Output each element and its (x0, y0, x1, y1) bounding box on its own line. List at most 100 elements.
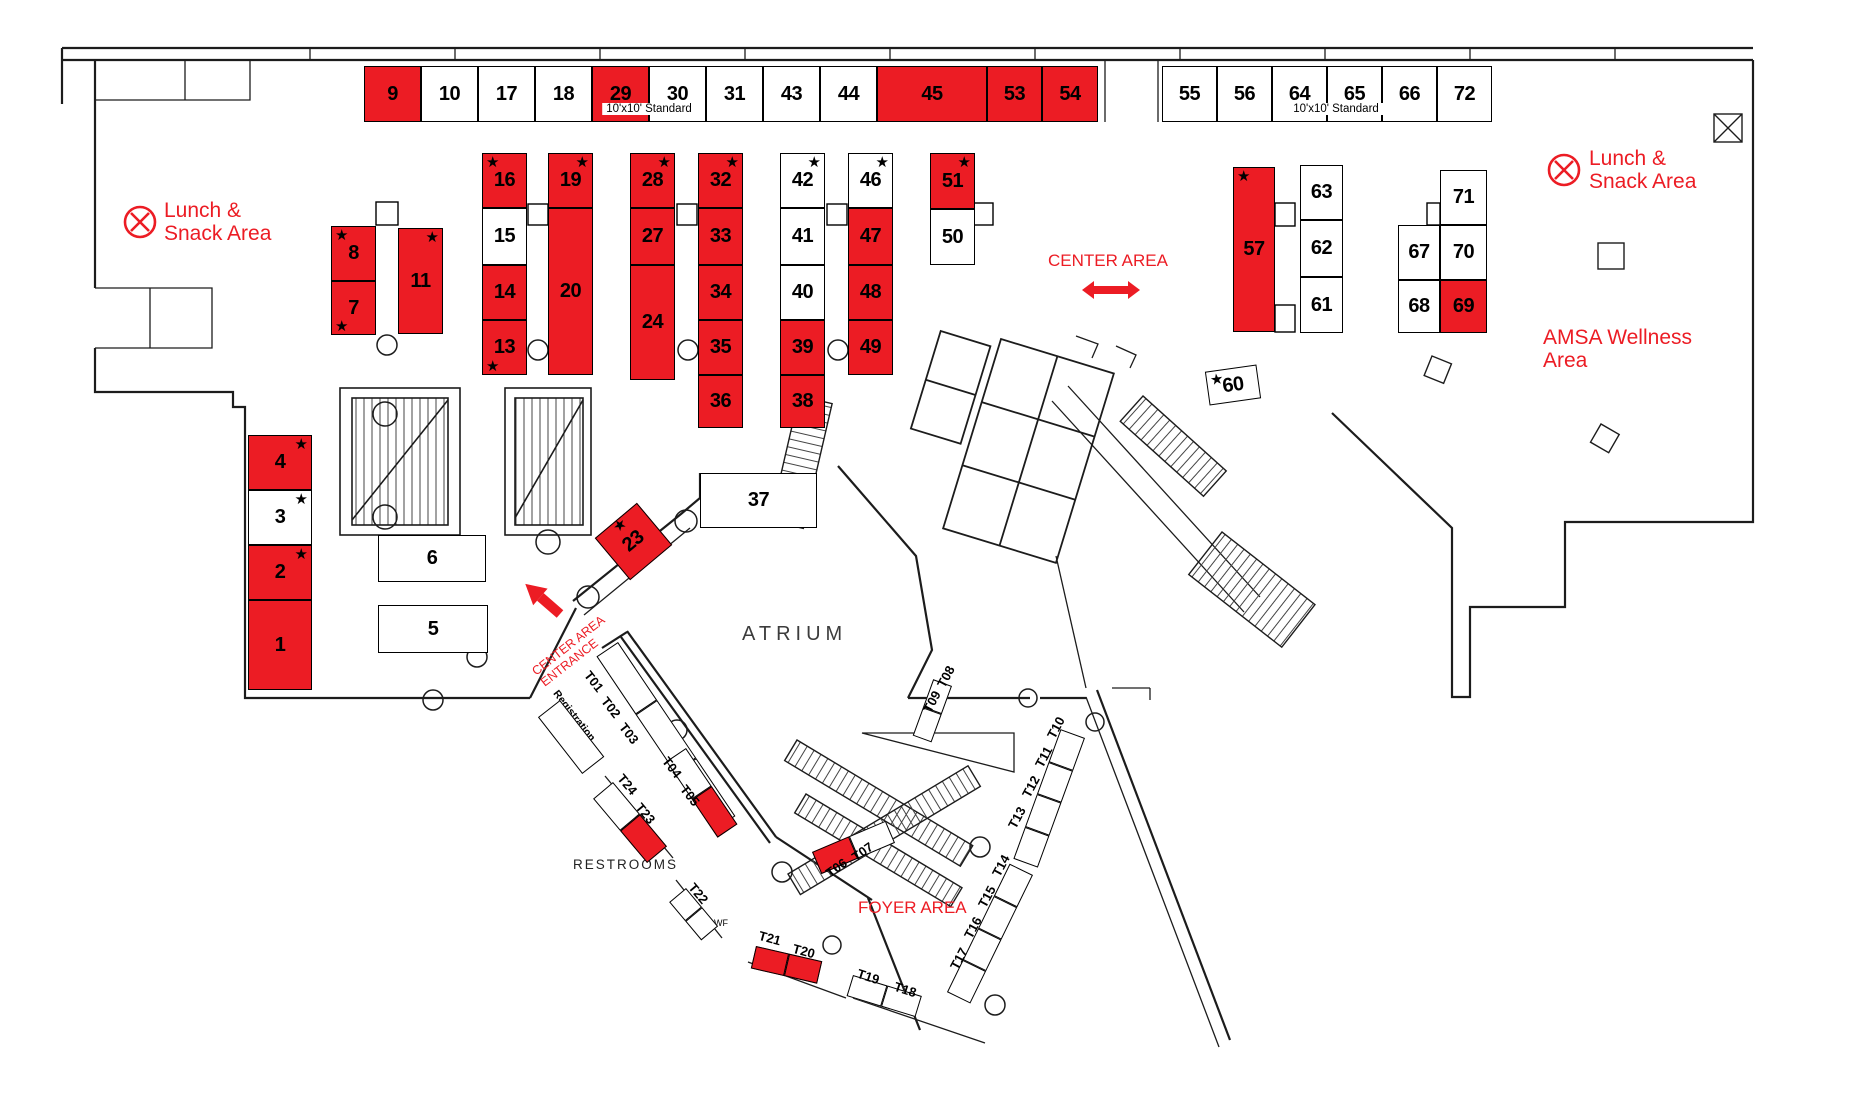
booth-1[interactable]: 1 (248, 600, 312, 690)
booth-20[interactable]: 20 (548, 208, 593, 375)
booth-number: 50 (941, 225, 964, 248)
booth-39[interactable]: 39 (780, 320, 825, 375)
booth-70[interactable]: 70 (1440, 225, 1487, 280)
priority-star-icon: ★ (425, 229, 439, 246)
booth-number: 48 (859, 281, 882, 303)
booth-number: 55 (1178, 82, 1201, 105)
booth-47[interactable]: 47 (848, 208, 893, 265)
booth-69[interactable]: 69 (1440, 280, 1487, 333)
booth-number: 7 (348, 296, 359, 319)
booth-61[interactable]: 61 (1300, 277, 1343, 333)
booth-number: 51 (941, 169, 964, 192)
booth-48[interactable]: 48 (848, 265, 893, 320)
priority-star-icon: ★ (486, 154, 500, 171)
booth-number: 19 (559, 169, 582, 191)
booth-9[interactable]: 9 (364, 66, 421, 122)
booth-number: 37 (747, 489, 770, 511)
booth-42[interactable]: ★42 (780, 153, 825, 208)
booth-17[interactable]: 17 (478, 66, 535, 122)
booth-number: 14 (493, 281, 516, 303)
booth-number: 49 (859, 336, 882, 358)
booth-15[interactable]: 15 (482, 208, 527, 265)
booth-number: 10 (438, 82, 461, 105)
booth-number: 54 (1059, 82, 1081, 105)
booth-14[interactable]: 14 (482, 265, 527, 320)
booth-54[interactable]: 54 (1042, 66, 1098, 122)
priority-star-icon: ★ (335, 318, 349, 335)
booth-71[interactable]: 71 (1440, 170, 1487, 225)
booth-number: 56 (1233, 82, 1256, 105)
booth-number: 29 (609, 82, 632, 105)
priority-star-icon: ★ (725, 154, 739, 171)
booth-43[interactable]: 43 (763, 66, 820, 122)
booth-53[interactable]: 53 (987, 66, 1042, 122)
booth-number: 38 (791, 390, 814, 412)
priority-star-icon: ★ (294, 436, 308, 453)
booth-28[interactable]: ★28 (630, 153, 675, 208)
booth-55[interactable]: 55 (1162, 66, 1217, 122)
booth-4[interactable]: ★4 (248, 435, 312, 490)
booth-37[interactable]: 37 (700, 473, 817, 528)
size-note: 10'x10' Standard (1289, 103, 1383, 115)
booth-50[interactable]: 50 (930, 209, 975, 265)
booth-11[interactable]: ★11 (398, 228, 443, 334)
booth-number: 57 (1243, 238, 1265, 260)
booth-19[interactable]: ★19 (548, 153, 593, 208)
booth-13[interactable]: ★13 (482, 320, 527, 375)
booth-36[interactable]: 36 (698, 375, 743, 428)
amsa-wellness-area-label: AMSA Wellness Area (1543, 326, 1692, 372)
booth-number: 30 (666, 82, 689, 105)
booth-18[interactable]: 18 (535, 66, 592, 122)
booth-number: 66 (1398, 82, 1421, 105)
booth-62[interactable]: 62 (1300, 220, 1343, 277)
booth-63[interactable]: 63 (1300, 165, 1343, 220)
booth-32[interactable]: ★32 (698, 153, 743, 208)
booth-number: 63 (1310, 181, 1333, 203)
booth-5[interactable]: 5 (378, 605, 488, 653)
booth-51[interactable]: ★51 (930, 153, 975, 209)
booth-24[interactable]: 24 (630, 265, 675, 380)
booth-68[interactable]: 68 (1398, 280, 1440, 333)
booth-number: 68 (1408, 295, 1430, 317)
booth-31[interactable]: 31 (706, 66, 763, 122)
booth-49[interactable]: 49 (848, 320, 893, 375)
booth-72[interactable]: 72 (1437, 66, 1492, 122)
booth-40[interactable]: 40 (780, 265, 825, 320)
priority-star-icon: ★ (875, 154, 889, 171)
booth-6[interactable]: 6 (378, 535, 486, 582)
booth-41[interactable]: 41 (780, 208, 825, 265)
lunch-snack-icon (1544, 150, 1584, 195)
booth-66[interactable]: 66 (1382, 66, 1437, 122)
booth-35[interactable]: 35 (698, 320, 743, 375)
priority-star-icon: ★ (294, 546, 308, 563)
booth-44[interactable]: 44 (820, 66, 877, 122)
booth-60[interactable]: ★60 (1204, 364, 1262, 406)
booth-33[interactable]: 33 (698, 208, 743, 265)
booth-16[interactable]: ★16 (482, 153, 527, 208)
priority-star-icon: ★ (657, 154, 671, 171)
booth-46[interactable]: ★46 (848, 153, 893, 208)
booth-number: 28 (641, 169, 664, 191)
booth-56[interactable]: 56 (1217, 66, 1272, 122)
booth-number: 69 (1452, 295, 1475, 317)
booth-27[interactable]: 27 (630, 208, 675, 265)
booth-number: 33 (709, 225, 732, 247)
booth-2[interactable]: ★2 (248, 545, 312, 600)
booth-57[interactable]: ★57 (1233, 167, 1275, 332)
booth-10[interactable]: 10 (421, 66, 478, 122)
booth-34[interactable]: 34 (698, 265, 743, 320)
booth-number: 70 (1452, 241, 1475, 263)
booth-number: 35 (709, 336, 732, 358)
booth-number: 18 (552, 82, 575, 105)
booth-38[interactable]: 38 (780, 375, 825, 428)
lunch-snack-area-label-left: Lunch & Snack Area (164, 199, 272, 245)
booth-number: 61 (1310, 293, 1333, 316)
booth-67[interactable]: 67 (1398, 225, 1440, 280)
booth-number: 27 (641, 225, 664, 247)
booth-8[interactable]: ★8 (331, 226, 376, 281)
booth-45[interactable]: 45 (877, 66, 987, 122)
booth-number: 3 (274, 506, 286, 528)
booth-7[interactable]: ★7 (331, 281, 376, 335)
booth-3[interactable]: ★3 (248, 490, 312, 545)
booth-number: 36 (709, 390, 732, 412)
